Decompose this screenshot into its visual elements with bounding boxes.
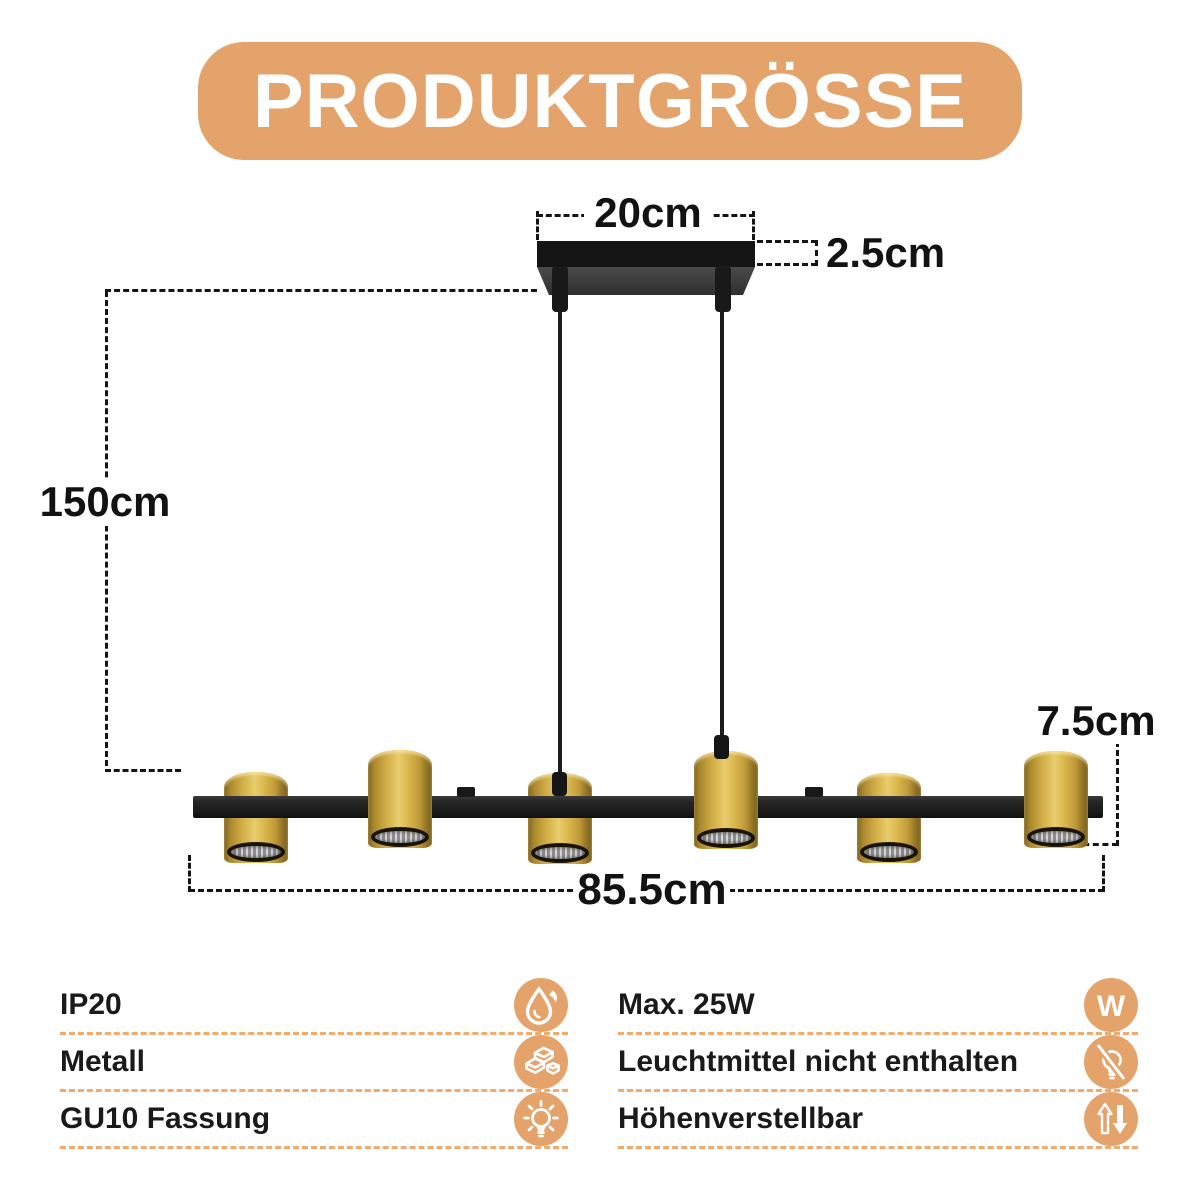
dim-suspension-label: 150cm: [36, 478, 174, 526]
dim-bar-width-tick-right: [1102, 855, 1105, 892]
dim-suspension-line-bottom: [105, 769, 181, 772]
dim-canopy-width-tick-right: [752, 211, 755, 240]
spec-row-ip-rating: IP20: [60, 978, 568, 1035]
svg-text:W: W: [1097, 990, 1126, 1023]
spec-row-socket: GU10 Fassung: [60, 1092, 568, 1149]
dim-canopy-width-tick-left: [536, 211, 539, 240]
metal-ingots-icon: [514, 1035, 568, 1089]
spec-list-left: IP20 Metall: [60, 978, 568, 1149]
dim-suspension-line: [105, 291, 108, 766]
bulb-face: [227, 842, 285, 862]
watt-icon: W: [1084, 978, 1138, 1032]
dim-spot-height-label: 7.5cm: [1026, 698, 1166, 744]
spot-cylinder-2: [368, 750, 432, 848]
dim-canopy-width-label: 20cm: [584, 190, 712, 236]
spec-row-material: Metall: [60, 1035, 568, 1092]
spec-label: Höhenverstellbar: [618, 1102, 864, 1135]
dim-bar-width-tick-left: [188, 855, 191, 892]
spec-label: Leuchtmittel nicht enthalten: [618, 1045, 1019, 1078]
cable-grip-left: [552, 772, 567, 796]
spec-row-height-adjustable: Höhenverstellbar: [618, 1092, 1138, 1149]
spec-row-max-watt: Max. 25W W: [618, 978, 1138, 1035]
spot-cylinder-3: [528, 773, 592, 864]
dim-suspension-line-top: [105, 289, 537, 292]
cable-grip-right: [714, 735, 729, 759]
spec-label: IP20: [60, 988, 122, 1021]
bulb-face: [371, 827, 429, 847]
fixture-bar: [193, 796, 1103, 818]
spot-cylinder-4: [694, 751, 758, 849]
bulb-face: [860, 842, 918, 862]
bulb-face: [531, 843, 589, 863]
spec-label: Max. 25W: [618, 988, 755, 1021]
suspension-cable-right: [720, 310, 724, 754]
dim-canopy-height-label: 2.5cm: [826, 230, 956, 276]
dim-canopy-height-line-bottom: [757, 263, 817, 266]
bulb-shine-icon: [514, 1092, 568, 1146]
height-adjustable-icon: [1084, 1092, 1138, 1146]
dim-canopy-height-line-top: [757, 240, 817, 243]
dim-spot-height-line-bottom: [1064, 843, 1118, 846]
bulb-face: [697, 828, 755, 848]
bulb-face: [1027, 827, 1085, 847]
spec-list-right: Max. 25W W Leuchtmittel nicht enthalten …: [618, 978, 1138, 1149]
water-drop-icon: [514, 978, 568, 1032]
dim-bar-width-label: 85.5cm: [574, 866, 730, 914]
spec-row-bulb-not-included: Leuchtmittel nicht enthalten: [618, 1035, 1138, 1092]
cable-connector-left: [552, 266, 568, 312]
title-banner: PRODUKTGRÖSSE: [198, 42, 1022, 160]
ceiling-canopy-top: [537, 241, 755, 267]
suspension-cable-left: [558, 310, 562, 792]
dim-spot-height-line: [1116, 741, 1119, 846]
dim-canopy-height-tick: [815, 240, 818, 266]
bar-clip-left: [457, 787, 475, 797]
bar-clip-right: [805, 787, 823, 797]
bulb-excluded-icon: [1084, 1035, 1138, 1089]
spot-cylinder-5: [857, 773, 921, 863]
page-title: PRODUKTGRÖSSE: [253, 58, 967, 144]
spec-label: GU10 Fassung: [60, 1102, 271, 1135]
spec-label: Metall: [60, 1045, 146, 1078]
spot-cylinder-6: [1024, 751, 1088, 848]
cable-connector-right: [715, 266, 731, 312]
